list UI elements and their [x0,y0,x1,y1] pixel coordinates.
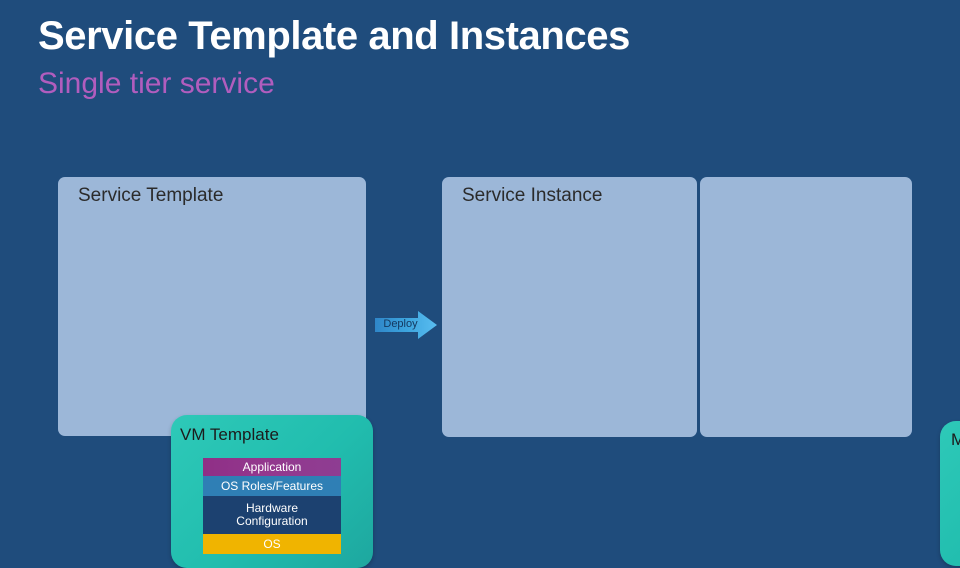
panel-service-instance: Service Instance Machine01 Server App-V … [442,177,960,566]
layer-stack-vm-template: Application OS Roles/Features Hardware C… [203,458,341,554]
panel-service-instance-2: Machine02 Server App-V Package .NET 3.51… [700,177,912,437]
deploy-arrow-icon [375,311,437,339]
panel-service-template: Service Template VM Template Application… [58,177,373,568]
card-vm-template[interactable]: VM Template Application OS Roles/Feature… [171,415,373,568]
layer-hardware-configuration: Hardware Configuration [203,496,341,534]
panel-title-service-instance: Service Instance [462,185,603,206]
card-machine01[interactable]: Machine01 Server App-V Package .NET 3.51… [940,421,960,566]
page-title: Service Template and Instances [38,14,630,58]
panel-title-service-template: Service Template [78,185,224,206]
card-title-machine01: Machine01 [951,430,960,449]
card-title-vm-template: VM Template [180,425,279,444]
layer-application: Application [203,458,341,476]
page-subtitle: Single tier service [38,67,275,100]
layer-os-roles-features: OS Roles/Features [203,476,341,496]
slide-canvas: Service Template and Instances Single ti… [38,14,960,568]
layer-os: OS [203,534,341,554]
